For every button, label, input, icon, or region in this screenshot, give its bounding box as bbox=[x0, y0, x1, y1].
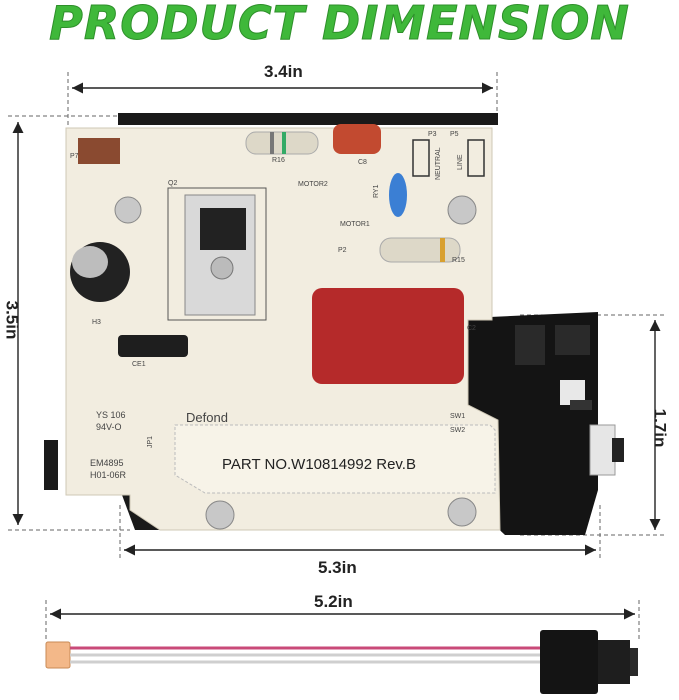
label-p3: P3 bbox=[428, 131, 437, 138]
part-number: PART NO.W10814992 Rev.B bbox=[222, 456, 416, 473]
dim-left-height: 3.5in bbox=[2, 300, 22, 340]
transistor bbox=[200, 208, 246, 250]
left-clip bbox=[44, 440, 58, 490]
label-q2: Q2 bbox=[168, 180, 177, 187]
label-ce1: CE1 bbox=[132, 361, 146, 368]
varistor bbox=[389, 173, 407, 217]
heatsink-screw bbox=[210, 256, 234, 280]
label-em: EM4895 bbox=[90, 458, 124, 468]
label-ry1: RY1 bbox=[373, 184, 380, 198]
label-area bbox=[174, 424, 496, 494]
dim-right-height: 1.7in bbox=[650, 408, 670, 448]
label-neutral: NEUTRAL bbox=[435, 147, 442, 180]
p7-connector bbox=[78, 138, 120, 164]
dim-cable-length: 5.2in bbox=[314, 592, 353, 611]
label-c8: C8 bbox=[358, 159, 367, 166]
label-c2: C2 bbox=[467, 325, 476, 332]
label-motor2: MOTOR2 bbox=[298, 181, 328, 188]
capacitor-c8 bbox=[333, 124, 381, 154]
label-line: LINE bbox=[457, 154, 464, 170]
label-r16: R16 bbox=[272, 157, 285, 164]
page-title: PRODUCT DIMENSION bbox=[49, 0, 630, 51]
terminal-p5 bbox=[467, 139, 485, 177]
top-strip bbox=[118, 113, 498, 125]
screws bbox=[114, 195, 477, 530]
film-capacitor bbox=[312, 288, 464, 384]
resistor-r15 bbox=[379, 237, 461, 263]
label-sw2: SW2 bbox=[450, 427, 465, 434]
label-p2: P2 bbox=[338, 247, 347, 254]
dimension-arrows bbox=[12, 82, 661, 620]
label-ys: YS 106 bbox=[96, 410, 126, 420]
label-p7: P7 bbox=[70, 153, 79, 160]
label-brand: Defond bbox=[186, 410, 228, 425]
wire-harness bbox=[45, 630, 638, 694]
label-jp1: JP1 bbox=[147, 436, 154, 448]
label-motor1: MOTOR1 bbox=[340, 221, 370, 228]
label-sw1: SW1 bbox=[450, 413, 465, 420]
label-p5: P5 bbox=[450, 131, 459, 138]
heatsink-outline bbox=[167, 187, 267, 321]
terminal-p3 bbox=[412, 139, 430, 177]
dim-top-width: 3.4in bbox=[264, 62, 303, 81]
ce1-capacitor bbox=[118, 335, 188, 357]
label-rating: 94V-O bbox=[96, 422, 122, 432]
label-h01: H01-06R bbox=[90, 470, 127, 480]
label-r15: R15 bbox=[452, 257, 465, 264]
switch-housing bbox=[468, 312, 624, 535]
dim-bottom-width: 5.3in bbox=[318, 558, 357, 577]
label-h3: H3 bbox=[92, 319, 101, 326]
